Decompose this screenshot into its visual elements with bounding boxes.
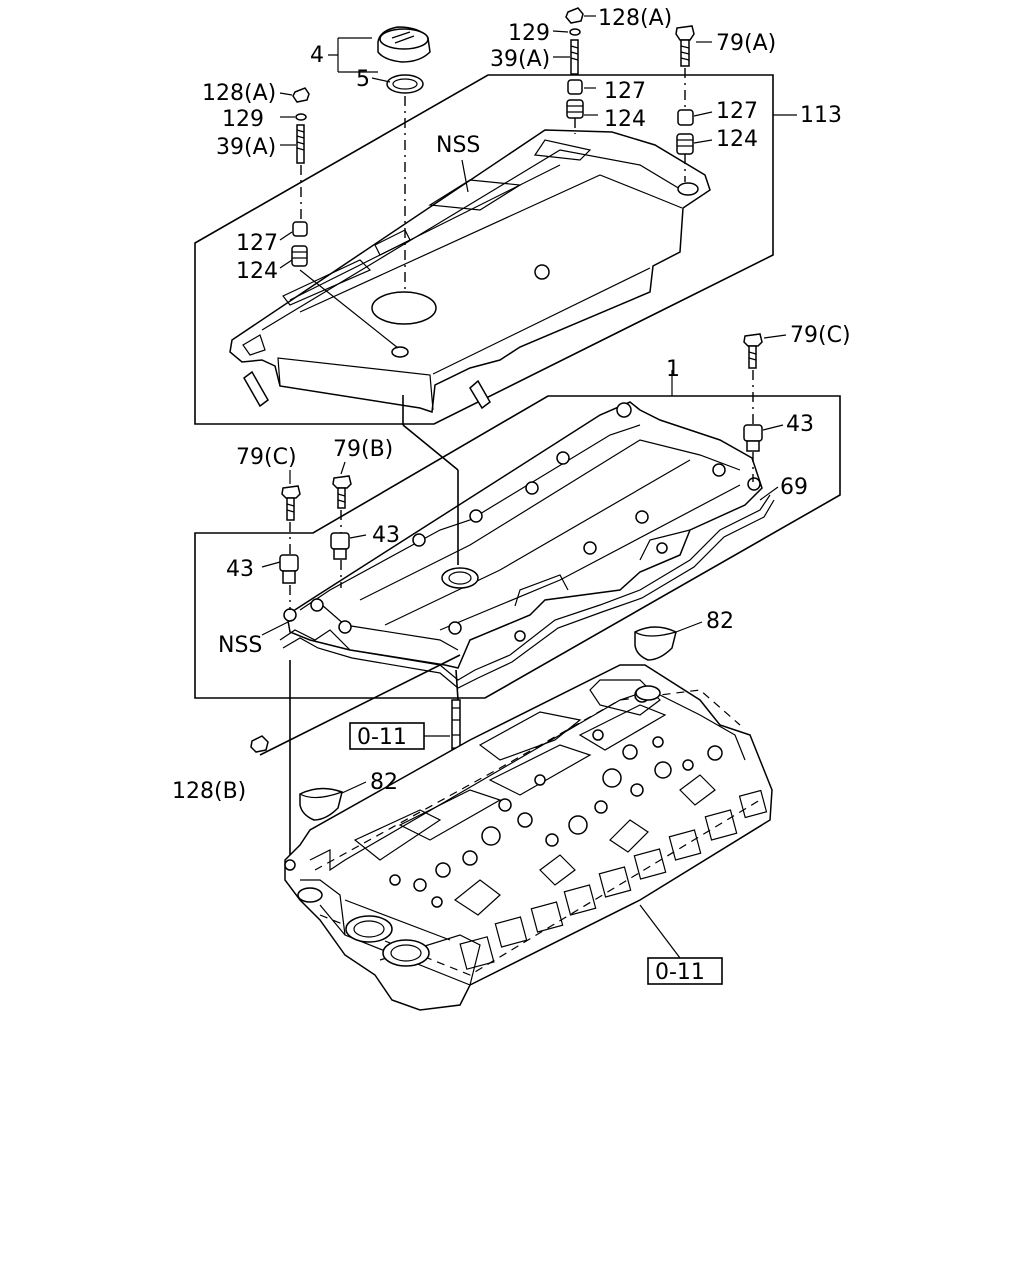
label-43-left: 43 (226, 557, 254, 582)
label-113: 113 (800, 103, 842, 128)
leader-ref-b (639, 904, 681, 959)
leader-79c-right (763, 334, 787, 339)
link-line-b (402, 424, 459, 471)
label-69: 69 (780, 475, 808, 500)
gasket-69 (279, 494, 771, 681)
cylinder-head-cover (229, 129, 711, 414)
label-43-mid: 43 (372, 523, 400, 548)
leader-128a-left (279, 92, 293, 96)
leader-127-left (279, 231, 293, 241)
ref-box-0-11-b[interactable] (647, 957, 723, 985)
leader-124-right (693, 139, 713, 144)
label-82-left: 82 (370, 770, 398, 795)
label-39a-top: 39(A) (490, 47, 550, 72)
bolt-79c-left (279, 485, 301, 584)
bracket-4 (328, 37, 378, 73)
rocker-cover (283, 401, 763, 669)
nut-128b (250, 735, 269, 753)
label-124-right: 124 (716, 127, 758, 152)
link-line-mid (455, 669, 459, 701)
label-124-left: 124 (236, 259, 278, 284)
label-127-left: 127 (236, 231, 278, 256)
label-39a-left: 39(A) (216, 135, 276, 160)
oil-filler-cap (377, 26, 431, 63)
leader-5 (371, 77, 391, 83)
label-0-11-a[interactable]: 0-11 (357, 725, 407, 750)
label-129-left: 129 (222, 107, 264, 132)
label-129-top: 129 (508, 21, 550, 46)
label-nss-mid: NSS (218, 633, 262, 658)
leader-43-mid (349, 534, 367, 539)
label-82-right: 82 (706, 609, 734, 634)
leader-43-left (261, 561, 281, 568)
bolt-79b (330, 475, 352, 560)
label-128a-top: 128(A) (598, 6, 672, 31)
label-128a-left: 128(A) (202, 81, 276, 106)
half-moon-seal-left (299, 787, 343, 821)
right-bolt-stack (675, 25, 695, 155)
top-stud-stack (565, 7, 584, 119)
leader-left-stud-cover (299, 269, 399, 349)
label-79b: 79(B) (333, 437, 393, 462)
label-43-right: 43 (786, 412, 814, 437)
label-nss-top: NSS (436, 133, 480, 158)
left-stud-stack (291, 87, 310, 267)
leader-nss-mid (261, 619, 293, 636)
half-moon-seal-right (634, 626, 677, 661)
link-line-128b (259, 654, 461, 756)
label-1: 1 (666, 357, 680, 382)
label-127-right: 127 (716, 99, 758, 124)
label-0-11-b[interactable]: 0-11 (655, 960, 705, 985)
label-79c-left: 79(C) (236, 445, 297, 470)
leader-43-right (762, 424, 784, 431)
leader-124-left (279, 259, 293, 269)
bracket-1 (194, 395, 841, 699)
o-ring-gasket (386, 74, 424, 94)
leader-129-top (552, 30, 569, 33)
leader-nss-top (461, 159, 469, 193)
label-124-top: 124 (604, 107, 646, 132)
leader-127-right (693, 111, 713, 117)
cylinder-head (284, 664, 773, 1011)
label-79c-right: 79(C) (790, 323, 851, 348)
label-127-top: 127 (604, 79, 646, 104)
leader-69 (759, 486, 779, 501)
label-128b: 128(B) (172, 779, 246, 804)
leader-79b (340, 461, 346, 475)
leader-82-right (675, 621, 703, 633)
label-79a: 79(A) (716, 31, 776, 56)
gasket-69-inner (282, 499, 775, 689)
leader-82-left (341, 781, 367, 794)
label-4: 4 (310, 43, 324, 68)
bracket-113 (194, 74, 774, 425)
label-5: 5 (356, 67, 370, 92)
bolt-79c-right (743, 333, 763, 452)
